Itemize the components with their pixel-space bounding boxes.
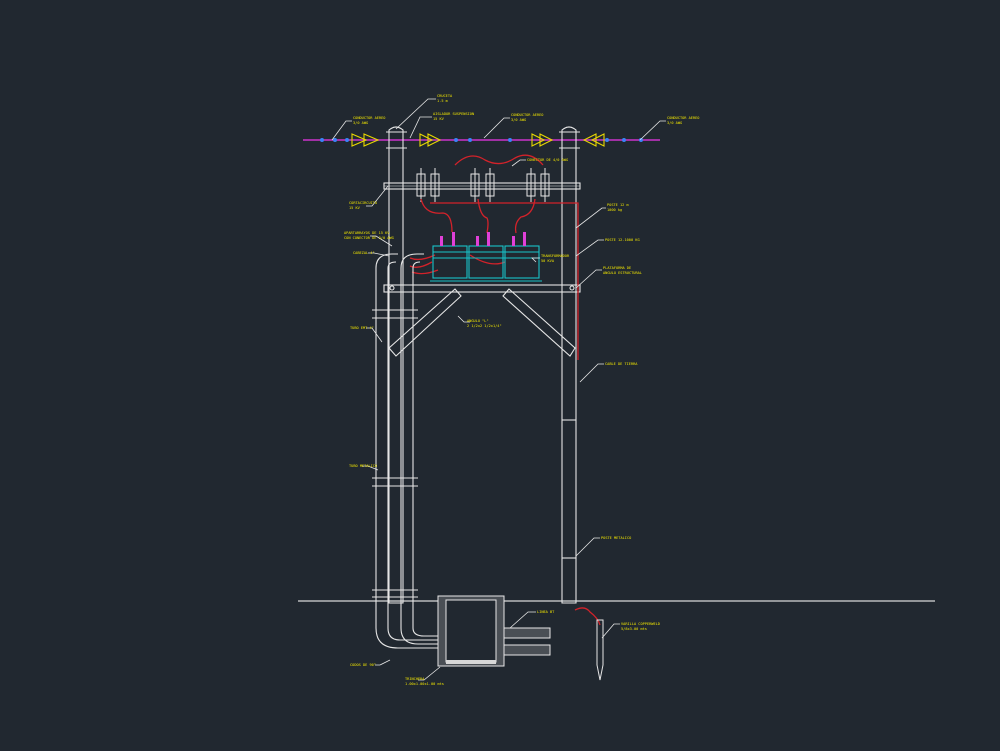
label-connector: CONECTOR DE 4/0 AWG	[527, 158, 568, 162]
trench	[437, 595, 551, 667]
transformer-bank	[430, 232, 542, 282]
label-pole-b: POSTE 12-1000 KG	[605, 238, 640, 242]
cable-lines	[409, 154, 601, 626]
insulator-strings	[351, 133, 605, 147]
label-ground-cable: CABLE DE TIERRA	[605, 362, 638, 366]
label-metal-pipe: TUBO METALICO	[349, 464, 377, 468]
label-conduit: TUBO EMT 4"	[350, 326, 374, 330]
label-weatherhead: CABEZAL 4"	[353, 251, 375, 255]
annotation-leaders	[331, 98, 666, 681]
label-elbows: CODOS DE 90°	[350, 663, 376, 667]
ground-rod	[596, 619, 604, 681]
label-metal-pole: POSTE METALICO	[601, 536, 631, 540]
label-lv-line: LINEA BT	[537, 610, 555, 614]
label-angle: ANGULO "L"2 1/2x2 1/2x1/4"	[467, 319, 502, 328]
right-pole	[559, 126, 580, 604]
conduit-pipes	[372, 253, 438, 649]
left-pole	[386, 126, 407, 604]
platform	[383, 284, 581, 357]
cutout-devices	[416, 168, 550, 202]
overhead-conductor	[303, 133, 660, 147]
